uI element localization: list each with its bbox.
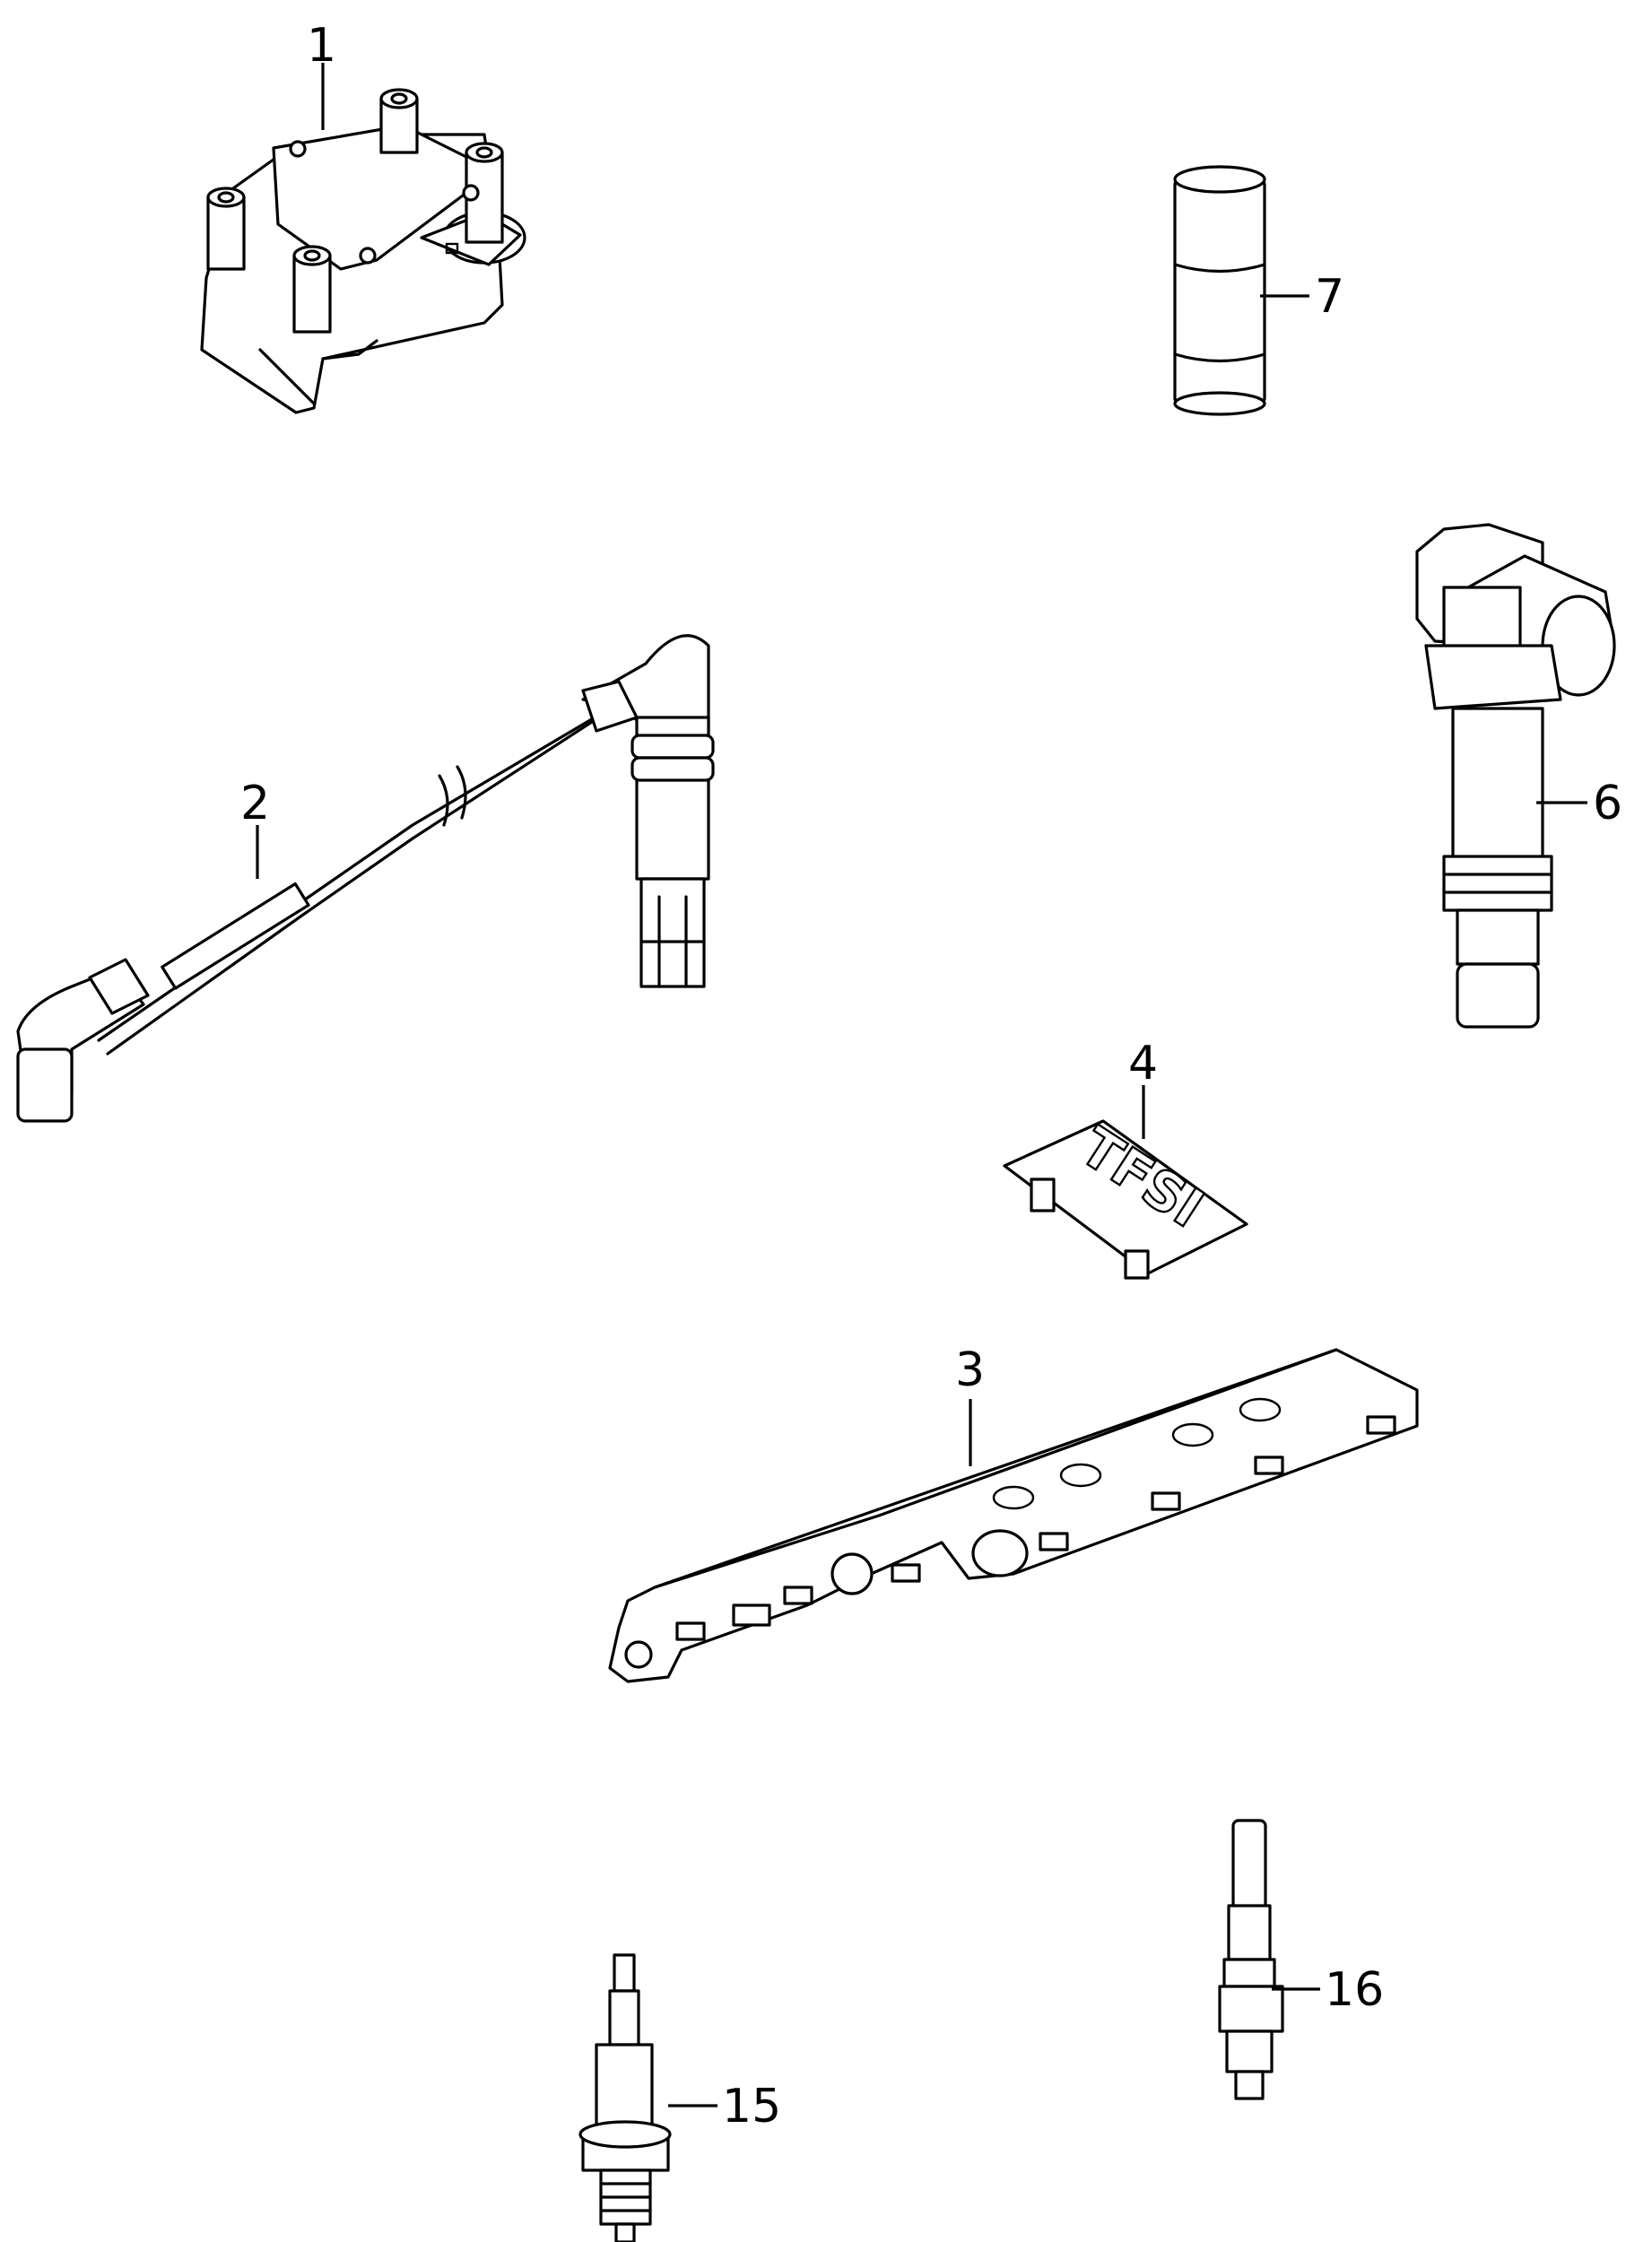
grease-tube	[1173, 165, 1266, 416]
callout-16: 16	[1272, 1963, 1384, 2017]
connector-strip	[608, 1348, 1419, 1683]
callout-label-4: 4	[1128, 1037, 1158, 1091]
callout-3: 3	[955, 1343, 985, 1466]
callout-label-1: 1	[307, 19, 336, 73]
callout-label-16: 16	[1325, 1963, 1384, 2017]
callout-label-7: 7	[1315, 270, 1344, 324]
callout-2: 2	[240, 777, 270, 879]
callouts: 1 2 3 4 6 7 15 16	[240, 19, 1622, 2133]
callout-7: 7	[1260, 270, 1344, 324]
callout-6: 6	[1536, 777, 1622, 830]
callout-15: 15	[668, 2080, 781, 2133]
callout-label-2: 2	[240, 777, 270, 830]
spark-plug	[578, 1953, 672, 2242]
ignition-lead	[16, 634, 715, 1123]
tfsi-emblem: TFSI	[1003, 1115, 1248, 1280]
callout-1: 1	[307, 19, 336, 130]
callout-label-3: 3	[955, 1343, 985, 1397]
pencil-ignition-coil	[1415, 523, 1616, 1029]
ignition-coil-pack	[200, 88, 526, 414]
callout-4: 4	[1128, 1037, 1158, 1139]
glow-plug	[1218, 1819, 1284, 2100]
callout-label-6: 6	[1593, 777, 1622, 830]
callout-label-15: 15	[722, 2080, 781, 2133]
